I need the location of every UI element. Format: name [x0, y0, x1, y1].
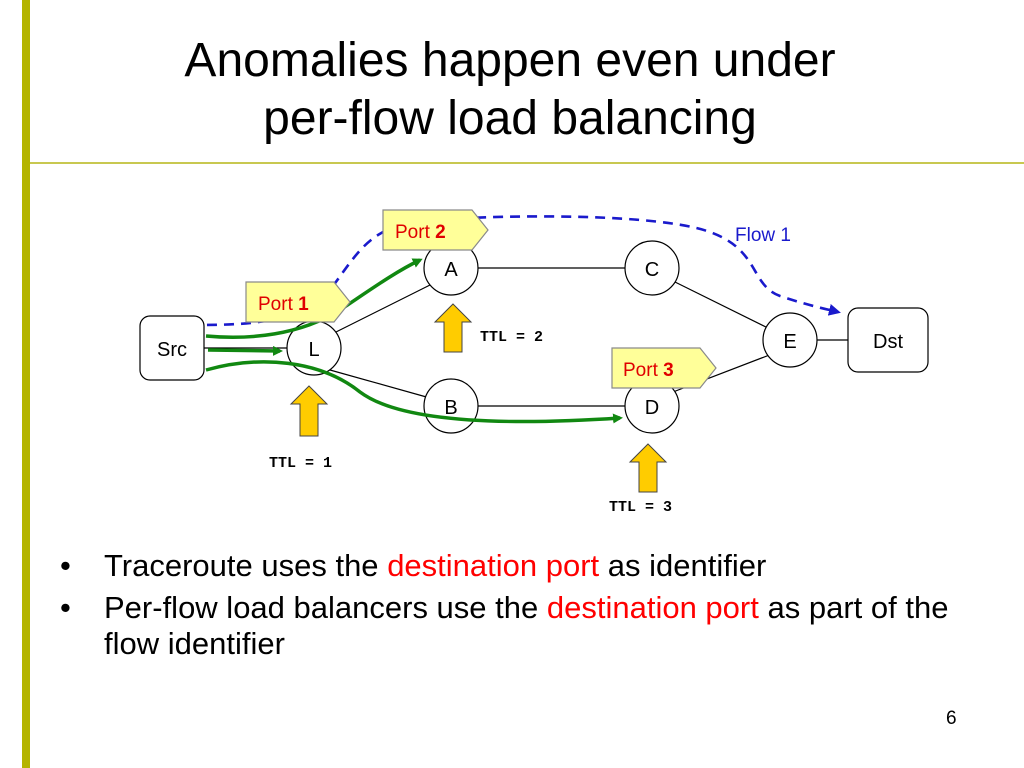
link-l-b — [329, 369, 431, 399]
svg-text:D: D — [645, 397, 659, 419]
svg-text:Dst: Dst — [873, 331, 903, 353]
port-callout-2: Port 2 — [382, 209, 489, 251]
bullet-2-highlight: destination port — [546, 590, 759, 625]
title-divider — [30, 162, 1024, 164]
links — [202, 267, 848, 407]
bullet-1-highlight: destination port — [387, 548, 600, 583]
bullet-2-text: Per-flow load balancers use the — [104, 590, 539, 625]
node-d: D — [624, 378, 680, 434]
node-dst: Dst — [847, 307, 929, 373]
probe-arrow-ttl3 — [205, 360, 623, 424]
flow-label: Flow 1 — [735, 225, 791, 246]
bullet-1-text: Traceroute uses the — [104, 548, 379, 583]
svg-text:Src: Src — [157, 339, 187, 361]
port-callout-1: Port 1 — [245, 281, 351, 323]
link-l-a — [329, 284, 431, 336]
ttl-label-1: TTL = 1 — [269, 455, 332, 472]
ttl-label-3: TTL = 3 — [609, 499, 672, 516]
node-src: Src — [139, 315, 205, 381]
bullet-2-text-after: as part of the flow identifier — [104, 590, 949, 661]
bullet-item-2: • Per-flow load balancers use the destin… — [56, 590, 996, 662]
ttl-arrow-2 — [433, 303, 473, 353]
bullet-list: • Traceroute uses the destination port a… — [56, 548, 996, 668]
title-line-1: Anomalies happen even under — [184, 34, 836, 87]
slide-title: Anomalies happen even under per-flow loa… — [60, 32, 960, 148]
svg-text:Port 1: Port 1 — [258, 294, 309, 315]
page-number: 6 — [946, 708, 957, 729]
svg-text:E: E — [783, 331, 796, 353]
svg-text:B: B — [444, 397, 457, 419]
bullet-item-1: • Traceroute uses the destination port a… — [56, 548, 996, 584]
probe-arrow-ttl1 — [207, 345, 283, 356]
slide-accent-bar — [22, 0, 30, 768]
svg-text:C: C — [645, 259, 659, 281]
ttl-arrow-3 — [628, 443, 668, 493]
node-c: C — [624, 240, 680, 296]
node-a: A — [423, 240, 479, 296]
svg-text:Port 3: Port 3 — [623, 360, 674, 381]
port-callout-3: Port 3 — [611, 347, 717, 389]
link-c-e — [674, 281, 773, 331]
ttl-arrow-1 — [289, 385, 329, 437]
title-line-2: per-flow load balancing — [263, 92, 757, 145]
svg-text:Port 2: Port 2 — [395, 222, 446, 243]
bullet-1-text-after: as identifier — [607, 548, 767, 583]
ttl-label-2: TTL = 2 — [480, 329, 543, 346]
svg-text:L: L — [308, 339, 319, 361]
bullet-dot: • — [60, 548, 71, 583]
node-e: E — [762, 312, 818, 368]
bullet-dot: • — [60, 590, 71, 625]
node-b: B — [423, 378, 479, 434]
svg-text:A: A — [444, 259, 458, 281]
